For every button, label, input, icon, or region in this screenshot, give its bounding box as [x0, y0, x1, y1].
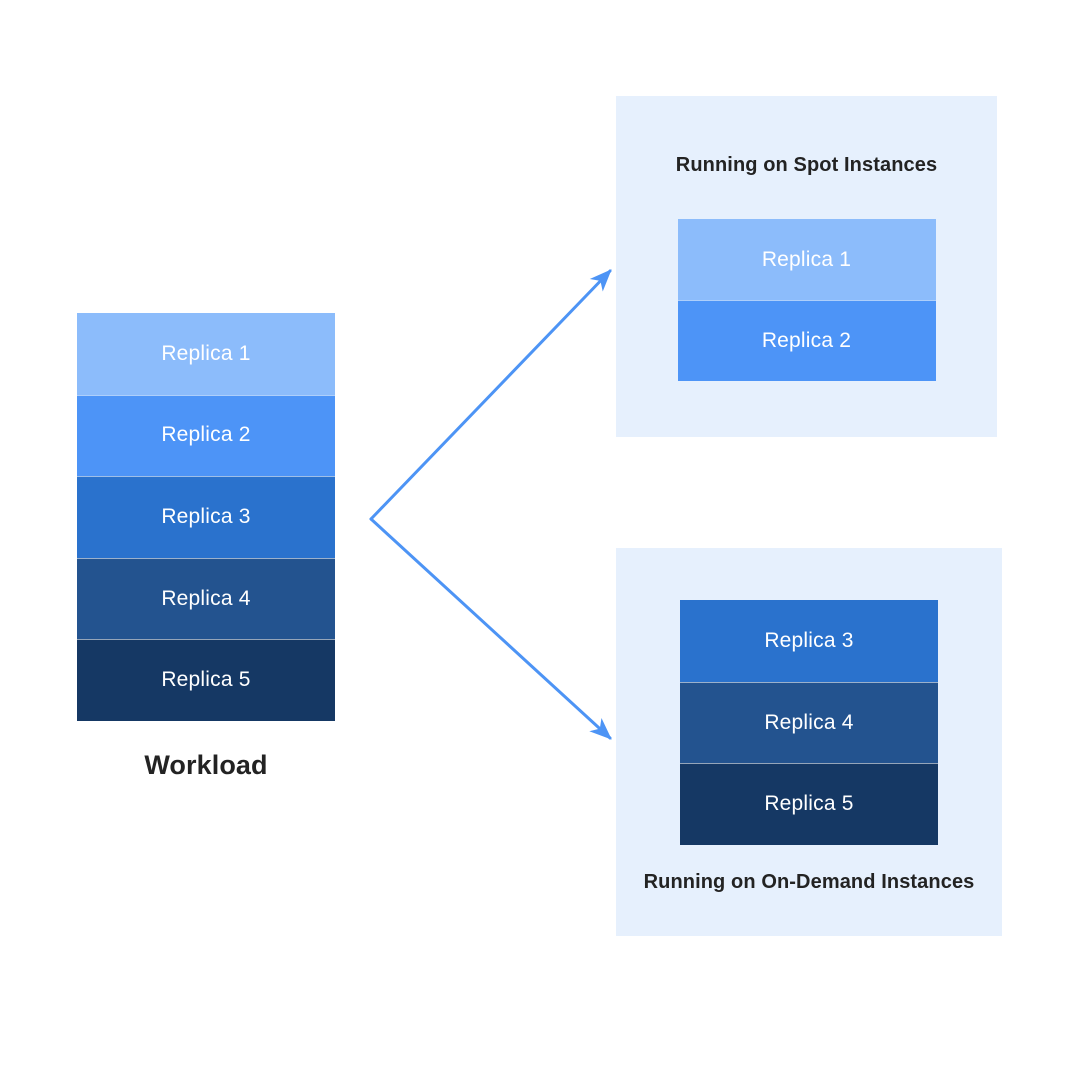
workload-replica-2: Replica 2	[77, 394, 335, 477]
workload-replica-2-label: Replica 2	[161, 423, 251, 447]
panel-spot-stack: Replica 1 Replica 2	[677, 219, 936, 381]
connector-to-spot	[369, 269, 612, 521]
workload-replica-3: Replica 3	[77, 476, 335, 558]
workload-replica-1-label: Replica 1	[161, 341, 251, 365]
workload-stack: Replica 1 Replica 2 Replica 3 Replica 4 …	[77, 313, 335, 721]
workload-replica-3-label: Replica 3	[161, 504, 251, 528]
on-demand-replica-4: Replica 4	[680, 681, 938, 764]
on-demand-replica-5: Replica 5	[680, 763, 938, 846]
on-demand-replica-5-label: Replica 5	[764, 792, 854, 816]
panel-spot-title: Running on Spot Instances	[675, 154, 938, 176]
connector-to-on-demand	[369, 517, 612, 740]
spot-replica-1: Replica 1	[677, 219, 936, 300]
spot-replica-2: Replica 2	[677, 300, 936, 381]
spot-replica-1-label: Replica 1	[761, 247, 852, 271]
workload-replica-4: Replica 4	[77, 557, 335, 640]
panel-on-demand-title: Running on On-Demand Instances	[643, 871, 975, 893]
panel-spot-instances: Running on Spot Instances Replica 1 Repl…	[616, 96, 997, 437]
workload-caption: Workload	[144, 750, 268, 780]
panel-on-demand-stack: Replica 3 Replica 4 Replica 5	[680, 600, 938, 846]
workload-replica-4-label: Replica 4	[161, 586, 251, 610]
workload-replica-5-label: Replica 5	[161, 668, 251, 692]
panel-on-demand-instances: Replica 3 Replica 4 Replica 5 Running on…	[616, 548, 1002, 936]
spot-replica-2-label: Replica 2	[761, 328, 852, 352]
on-demand-replica-4-label: Replica 4	[764, 710, 854, 734]
workload-replica-5: Replica 5	[77, 639, 335, 721]
on-demand-replica-3: Replica 3	[680, 600, 938, 682]
workload-replica-1: Replica 1	[77, 313, 335, 395]
on-demand-replica-3-label: Replica 3	[764, 628, 854, 652]
